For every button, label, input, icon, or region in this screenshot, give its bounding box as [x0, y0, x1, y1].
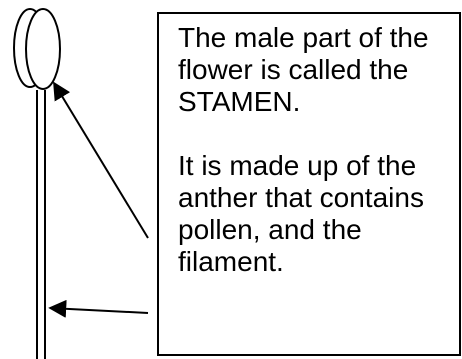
anther-arrow — [53, 81, 149, 239]
filament-arrow — [48, 299, 149, 318]
stamen-parts-text: It is made up of the anther that contain… — [178, 150, 424, 277]
stamen-definition-text: The male part of the flower is called th… — [178, 22, 429, 117]
filament — [36, 90, 46, 359]
explanation-text-box: The male part of the flower is called th… — [157, 12, 461, 356]
anther — [13, 8, 61, 90]
